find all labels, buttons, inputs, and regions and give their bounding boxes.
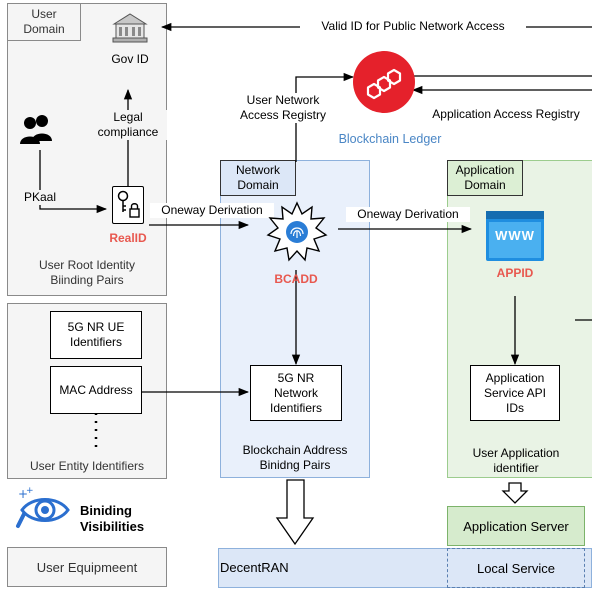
local-service-box: Local Service bbox=[447, 548, 585, 588]
users-icon bbox=[18, 114, 54, 148]
user-application-identifier-label: User Application identifier bbox=[472, 446, 560, 475]
bcadd-fingerprint-icon bbox=[266, 200, 328, 262]
app-access-registry-label: Application Access Registry bbox=[420, 107, 592, 122]
www-browser-icon bbox=[486, 211, 544, 261]
blockchain-ledger-icon bbox=[352, 50, 416, 114]
appid-label: APPID bbox=[496, 266, 534, 280]
bcadd-label: BCADD bbox=[274, 272, 318, 286]
network-domain-title: Network Domain bbox=[220, 160, 296, 196]
oneway-derivation-left-label: Oneway Derivation bbox=[150, 203, 274, 218]
binding-visibilities-label: Biniding Visibilities bbox=[80, 503, 145, 534]
blockchain-address-pairs-label: Blockchain Address Binidng Pairs bbox=[242, 443, 348, 472]
svg-text:+: + bbox=[18, 487, 28, 501]
application-server-box: Application Server bbox=[447, 506, 585, 546]
user-domain-title: User Domain bbox=[7, 3, 81, 41]
gov-id-label: Gov ID bbox=[111, 52, 149, 66]
user-entity-identifiers-label: User Entity Identifiers bbox=[29, 459, 145, 473]
nr-ue-identifiers-box: 5G NR UE Identifiers bbox=[50, 311, 142, 359]
decentran-bar bbox=[218, 548, 592, 588]
valid-id-label: Valid ID for Public Network Access bbox=[300, 19, 526, 34]
app-to-server-arrow bbox=[501, 482, 529, 504]
network-to-decentran-arrow bbox=[275, 479, 315, 546]
blockchain-ledger-label: Blockchain Ledger bbox=[338, 132, 442, 146]
user-equipment-box: User Equipmeent bbox=[7, 547, 167, 587]
gov-building-icon bbox=[110, 10, 150, 46]
user-domain-container bbox=[7, 3, 167, 296]
decentran-label: DecentRAN bbox=[220, 560, 289, 575]
svg-text:+: + bbox=[26, 486, 34, 496]
pkaal-label: PKaal bbox=[12, 190, 68, 205]
application-service-api-ids-box: Application Service API IDs bbox=[470, 365, 560, 421]
user-root-pairs-label: User Root Identity Biinding Pairs bbox=[38, 258, 136, 287]
oneway-derivation-right-label: Oneway Derivation bbox=[346, 207, 470, 222]
visibility-icon: + + bbox=[14, 486, 72, 530]
mac-address-box: MAC Address bbox=[50, 366, 142, 414]
realid-label: RealID bbox=[109, 231, 147, 245]
realid-lock-icon bbox=[112, 186, 144, 224]
application-domain-title: Application Domain bbox=[447, 160, 523, 196]
nr-network-identifiers-box: 5G NR Network Identifiers bbox=[250, 365, 342, 421]
user-network-registry-label: User Network Access Registry bbox=[224, 93, 342, 123]
www-text: www bbox=[495, 228, 535, 243]
legal-compliance-label: Legal compliance bbox=[89, 110, 167, 140]
